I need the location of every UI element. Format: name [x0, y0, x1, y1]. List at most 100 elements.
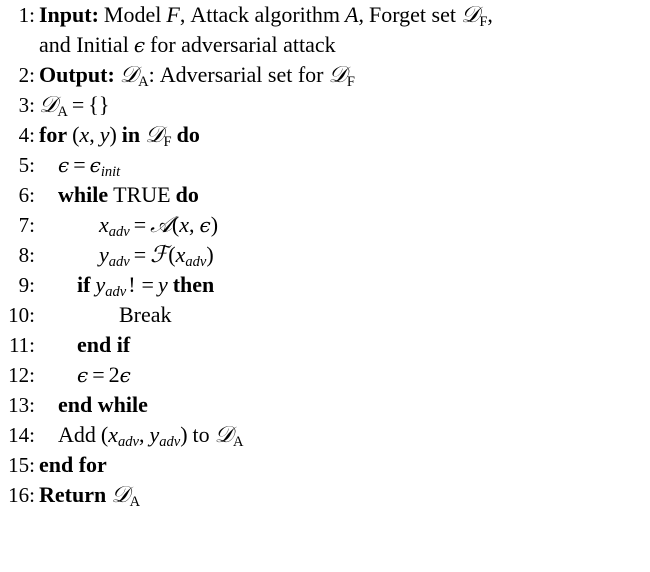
line-number: 14: — [8, 423, 35, 447]
symbol-model-F: F — [166, 2, 180, 27]
algorithm-line: 15: end for — [0, 450, 650, 480]
operator-equals: = — [71, 92, 85, 117]
lparen: ( — [171, 212, 180, 237]
symbol-cal-D: 𝒟 — [119, 62, 139, 88]
symbol-y: y — [95, 272, 106, 297]
word-attack-algorithm: Attack algorithm — [190, 2, 341, 27]
line-content: ϵ=2ϵ — [35, 360, 131, 390]
symbol-y: y — [149, 422, 160, 447]
operator-equals: = — [92, 362, 105, 387]
statement-break: Break — [119, 302, 172, 327]
line-number: 7: — [18, 213, 35, 237]
symbol-x: x — [179, 212, 190, 237]
line-content: 𝒟A={} — [35, 90, 109, 127]
symbol-epsilon: ϵ — [119, 363, 131, 387]
subscript-adv: adv — [105, 284, 127, 301]
lparen: ( — [100, 422, 109, 447]
keyword-do: do — [176, 122, 200, 147]
line-number: 12: — [8, 363, 35, 387]
subscript-A: A — [129, 494, 141, 511]
operator-equals: = — [133, 212, 147, 237]
keyword-if: if — [77, 272, 91, 297]
symbol-cal-D: 𝒟 — [214, 422, 233, 448]
symbol-y: y — [99, 242, 109, 267]
line-content: end if — [35, 330, 130, 360]
keyword-while: while — [58, 182, 109, 207]
subscript-adv: adv — [185, 254, 207, 271]
symbol-x: x — [175, 242, 186, 267]
keyword-for: for — [39, 122, 68, 147]
symbol-epsilon: ϵ — [89, 153, 101, 177]
keyword-return: Return — [39, 482, 107, 507]
line-number: 13: — [8, 393, 35, 417]
empty-set: {} — [88, 92, 110, 117]
subscript-adv: adv — [108, 224, 130, 241]
line-content: Break — [35, 300, 172, 330]
statement-add: Add — [58, 422, 96, 447]
number-two: 2 — [108, 362, 120, 387]
symbol-cal-D: 𝒟 — [145, 122, 164, 148]
operator-equals: = — [73, 152, 86, 177]
keyword-then: then — [172, 272, 215, 297]
line-number: 6: — [18, 183, 35, 207]
symbol-attack-A: A — [345, 2, 359, 27]
line-content: end while — [35, 390, 148, 420]
symbol-epsilon: ϵ — [199, 213, 211, 237]
algorithm-line: 13: end while — [0, 390, 650, 420]
comma-2: , — [358, 2, 364, 27]
algorithm-line: 11: end if — [0, 330, 650, 360]
line-number: 10: — [8, 303, 35, 327]
subscript-adv: adv — [159, 434, 181, 451]
algorithm-line: 8: yadv=ℱ(xadv) — [0, 240, 650, 270]
word-adversarial-set-for: Adversarial set for — [159, 62, 324, 87]
line-number: 2: — [18, 63, 35, 87]
symbol-cal-D: 𝒟 — [328, 62, 347, 88]
algorithm-line: 7: xadv=𝒜(x,ϵ) — [0, 210, 650, 240]
algorithm-line: 12: ϵ=2ϵ — [0, 360, 650, 390]
line-content: end for — [35, 450, 107, 480]
symbol-cal-A: 𝒜 — [150, 212, 172, 238]
subscript-F: F — [346, 74, 355, 91]
comma: , — [189, 212, 195, 237]
rparen: ) — [180, 422, 188, 447]
subscript-adv: adv — [108, 254, 130, 271]
comma: , — [89, 122, 95, 147]
subscript-A: A — [233, 434, 244, 451]
symbol-y: y — [99, 122, 110, 147]
algorithm-line: 10: Break — [0, 300, 650, 330]
word-and-initial: and Initial — [39, 32, 129, 57]
line-number: 5: — [18, 153, 35, 177]
keyword-end-while: end while — [58, 392, 148, 417]
lparen: ( — [72, 122, 80, 147]
algorithm-line: 5: ϵ=ϵinit — [0, 150, 650, 180]
symbol-epsilon: ϵ — [77, 363, 89, 387]
line-content: ϵ=ϵinit — [35, 150, 120, 187]
word-for-adv-attack: for adversarial attack — [150, 32, 336, 57]
subscript-F: F — [163, 134, 172, 151]
rparen: ) — [210, 212, 219, 237]
symbol-cal-D: 𝒟 — [111, 482, 130, 508]
line-number: 4: — [18, 123, 35, 147]
symbol-epsilon: ϵ — [58, 153, 70, 177]
keyword-output: Output: — [39, 62, 115, 87]
operator-equals: = — [141, 272, 154, 297]
comma: , — [138, 422, 145, 447]
subscript-init: init — [100, 164, 121, 181]
line-number: 16: — [8, 483, 35, 507]
subscript-adv: adv — [117, 434, 139, 451]
line-number: 3: — [18, 93, 35, 117]
comma-3: , — [487, 2, 493, 27]
symbol-y: y — [157, 272, 168, 297]
